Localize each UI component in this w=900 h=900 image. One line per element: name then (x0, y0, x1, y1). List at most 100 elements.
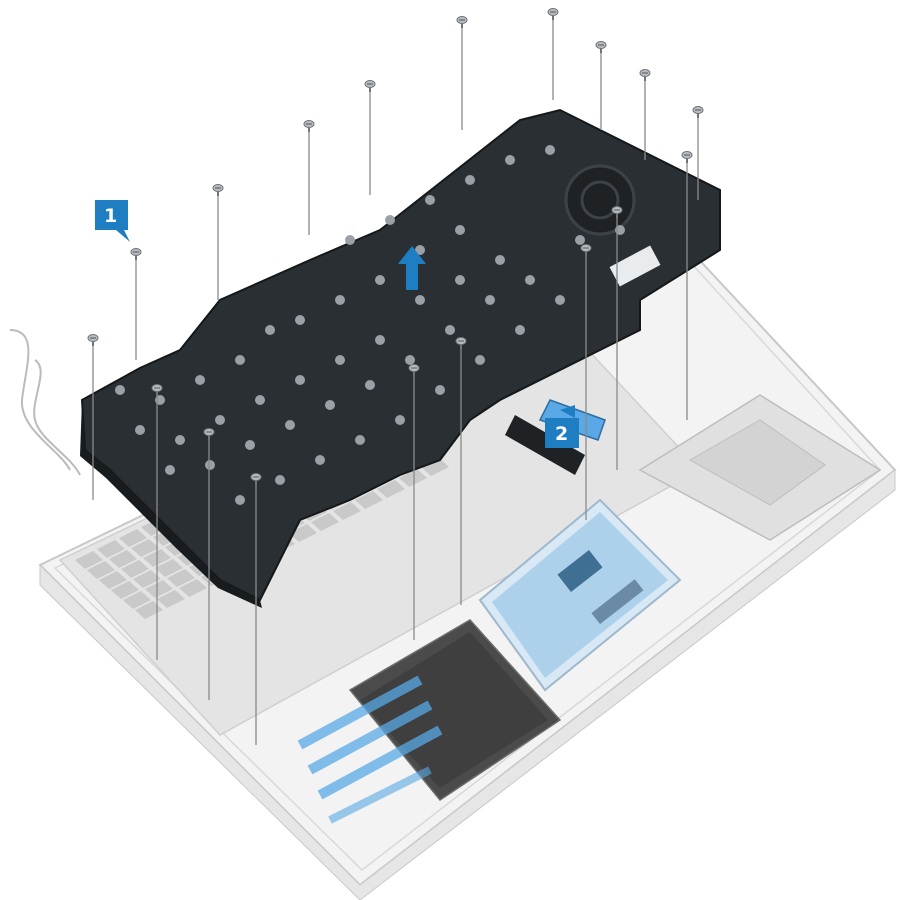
plate-rivet (315, 455, 325, 465)
plate-rivet (465, 175, 475, 185)
screw-icon (455, 337, 467, 349)
plate-rivet (135, 425, 145, 435)
plate-rivet (555, 295, 565, 305)
plate-rivet (325, 400, 335, 410)
screw-icon (456, 16, 468, 28)
screw-icon (681, 151, 693, 163)
touchpad-chip (557, 550, 603, 592)
plate-rivet (365, 380, 375, 390)
plate-rivet (545, 145, 555, 155)
ghost-key (111, 581, 139, 599)
plate-rivet (375, 275, 385, 285)
ghost-key (87, 561, 115, 579)
keyboard-support-plate (80, 108, 721, 608)
plate-rivet (165, 465, 175, 475)
screw-icon (408, 364, 420, 376)
plate-rivet (455, 275, 465, 285)
plate-rivet (335, 295, 345, 305)
ghost-key (155, 559, 183, 577)
plate-rivet (295, 375, 305, 385)
screws (87, 8, 704, 485)
screw-icon (212, 184, 224, 196)
plate-rivet (175, 435, 185, 445)
screw-icon (303, 120, 315, 132)
ghost-key (75, 551, 103, 569)
ghost-key (421, 458, 449, 476)
plate-rivet (525, 275, 535, 285)
plate-rivet (435, 385, 445, 395)
ghost-key (167, 569, 195, 587)
screw-icon (611, 206, 623, 218)
plate-rivet (415, 245, 425, 255)
plate-rivet (495, 255, 505, 265)
plate-rivet (425, 195, 435, 205)
plate-rivet (515, 325, 525, 335)
touchpad-connector (591, 579, 644, 625)
ghost-key (399, 469, 427, 487)
plate-rivet (275, 475, 285, 485)
plate-rivet (265, 325, 275, 335)
plate-rivet (295, 315, 305, 325)
plate-rivet (235, 495, 245, 505)
screw-icon (547, 8, 559, 20)
plate-rivet (195, 375, 205, 385)
screw-icon (580, 244, 592, 256)
plate-vent (564, 164, 636, 236)
ghost-key (131, 539, 159, 557)
plate-rivet (345, 235, 355, 245)
plate-rivet (115, 385, 125, 395)
plate-rivet (335, 355, 345, 365)
ghost-key (311, 513, 339, 531)
screw-icon (203, 428, 215, 440)
plate-rivet (235, 355, 245, 365)
step-badge-1-label: 1 (104, 205, 117, 227)
step-badge-2: 2 (545, 405, 579, 448)
plate-rivet (445, 325, 455, 335)
touchpad (478, 498, 682, 692)
step-badge-2-label: 2 (555, 423, 568, 445)
plate-rivet (455, 225, 465, 235)
ghost-key (123, 591, 151, 609)
ghost-key (157, 590, 185, 608)
plate-rivet (405, 355, 415, 365)
speaker-bay (638, 394, 882, 541)
screw-icon (692, 106, 704, 118)
screw-leader-lines (92, 12, 699, 745)
antenna-wires (9, 329, 81, 476)
ghost-key (133, 570, 161, 588)
plate-rivet (475, 355, 485, 365)
plate-rivet (505, 155, 515, 165)
plate-rivet (395, 415, 405, 425)
ghost-key (119, 529, 147, 547)
ghost-key (289, 524, 317, 542)
up-arrow (398, 246, 426, 290)
ghost-key (145, 580, 173, 598)
ghost-key (135, 601, 163, 619)
ghost-key (121, 560, 149, 578)
ghost-key (333, 502, 361, 520)
plate-rivet (385, 215, 395, 225)
plate-rivet (415, 295, 425, 305)
ghost-key (377, 480, 405, 498)
screw-icon (130, 248, 142, 260)
plate-rivet (485, 295, 495, 305)
ghost-key (179, 579, 207, 597)
screw-icon (151, 384, 163, 396)
screw-icon (595, 41, 607, 53)
plate-rivet (205, 460, 215, 470)
plate-rivet (245, 440, 255, 450)
screw-icon (250, 473, 262, 485)
ghost-key (109, 550, 137, 568)
plate-rivet (575, 235, 585, 245)
screw-icon (87, 334, 99, 346)
step-badge-1: 1 (95, 200, 130, 242)
plate-rivet (255, 395, 265, 405)
plate-rivet (285, 420, 295, 430)
ghost-key (355, 491, 383, 509)
ghost-key (99, 571, 127, 589)
screw-icon (364, 80, 376, 92)
flex-cables (297, 675, 443, 824)
plate-rivet (355, 435, 365, 445)
